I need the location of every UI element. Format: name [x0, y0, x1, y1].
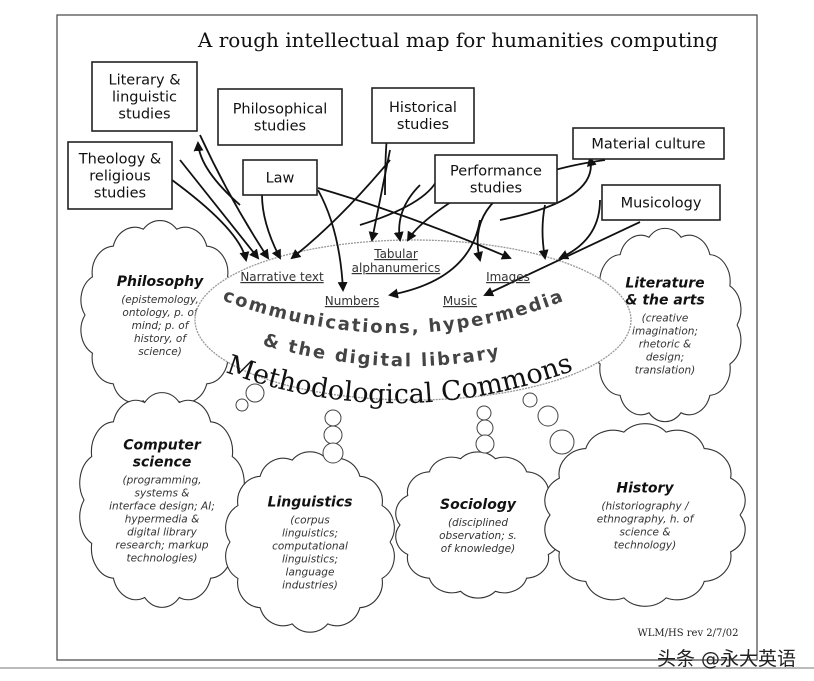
cloud-subtitle: computational: [272, 541, 348, 553]
cloud-subtitle: design;: [646, 352, 684, 364]
cloud-subtitle: (disciplined: [448, 517, 508, 529]
cloud-title: Computer: [123, 438, 202, 454]
discipline-box-material: Material culture: [572, 127, 725, 160]
discipline-label: Performance: [450, 164, 542, 180]
cloud-subtitle: ethnography, h. of: [597, 514, 696, 526]
cloud-subtitle: (historiography /: [601, 501, 690, 513]
cloud-subtitle: rhetoric &: [639, 339, 692, 351]
cloud-title: science: [133, 455, 192, 471]
cloud-subtitle: science): [138, 346, 182, 358]
discipline-label: studies: [118, 107, 170, 123]
discipline-label: studies: [94, 186, 146, 202]
cloud-literature: Literature& the arts (creativeimagination…: [588, 227, 742, 423]
cloud-subtitle: systems &: [135, 488, 190, 500]
discipline-label: Material culture: [591, 137, 705, 153]
cloud-subtitle: hypermedia &: [125, 514, 200, 526]
cloud-title: & the arts: [625, 293, 705, 309]
cloud-subtitle: ontology, p. of: [122, 307, 199, 319]
cloud-title: Literature: [625, 276, 704, 292]
discipline-label: Musicology: [621, 196, 702, 212]
discipline-label: Law: [266, 171, 295, 187]
cloud-subtitle: translation): [635, 365, 696, 377]
cloud-subtitle: digital library: [127, 527, 198, 539]
cloud-subtitle: language: [286, 567, 335, 579]
cloud-history: History (historiography /ethnography, h. …: [544, 423, 746, 607]
credit: WLM/HS rev 2/7/02: [638, 628, 739, 639]
cloud-subtitle: (epistemology,: [121, 294, 199, 306]
watermark: 头条 @永大英语: [656, 648, 796, 670]
discipline-label: religious: [89, 169, 150, 185]
cloud-subtitle: (programming,: [123, 475, 202, 487]
arrows: [171, 125, 641, 299]
music-label: Music: [443, 294, 477, 308]
discipline-box-law: Law: [242, 159, 318, 196]
cloud-subtitle: industries): [282, 580, 338, 592]
discipline-label: Historical: [389, 100, 457, 116]
discipline-label: linguistic: [112, 90, 177, 106]
discipline-label: studies: [254, 119, 306, 135]
cloud-title: Philosophy: [117, 274, 204, 290]
cloud-title: History: [616, 481, 674, 497]
discipline-box-musicology: Musicology: [601, 184, 721, 221]
discipline-label: Literary &: [108, 73, 180, 89]
thought-bubbles: [235, 383, 575, 464]
tabular-label-line2: alphanumerics: [352, 261, 441, 275]
cloud-subtitle: mind; p. of: [132, 320, 191, 332]
cloud-subtitle: history, of: [134, 333, 188, 345]
cloud-subtitle: technology): [614, 540, 676, 552]
discipline-label: studies: [470, 181, 522, 197]
cloud-subtitle: of knowledge): [441, 543, 515, 555]
cloud-subtitle: linguistics;: [282, 554, 338, 566]
cloud-subtitle: research; markup: [115, 540, 208, 552]
cloud-subtitle: linguistics;: [282, 528, 338, 540]
discipline-label: Theology &: [78, 152, 161, 168]
cloud-philosophy: Philosophy (epistemology,ontology, p. ofm…: [80, 220, 240, 410]
discipline-label: Philosophical: [233, 102, 328, 118]
narrative-text-label: Narrative text: [240, 270, 324, 284]
cloud-subtitle: (creative: [642, 313, 689, 325]
images-label: Images: [486, 270, 530, 284]
frame: [56, 14, 758, 661]
discipline-label: studies: [397, 117, 449, 133]
numbers-label: Numbers: [325, 294, 379, 308]
tabular-label-line1: Tabular: [373, 247, 418, 261]
cloud-title: Sociology: [440, 497, 517, 513]
cloud-subtitle: observation; s.: [439, 530, 517, 542]
cloud-subtitle: science &: [619, 527, 670, 539]
clouds: Philosophy (epistemology,ontology, p. ofm…: [79, 220, 746, 633]
cloud-subtitle: (corpus: [290, 515, 330, 527]
cloud-linguistics: Linguistics(corpuslinguistics;computatio…: [225, 451, 395, 633]
cloud-title: Linguistics: [268, 495, 353, 511]
diagram-title: A rough intellectual map for humanities …: [197, 28, 718, 52]
cloud-subtitle: technologies): [126, 553, 197, 565]
cloud-subtitle: interface design; AI;: [109, 501, 215, 513]
cloud-subtitle: imagination;: [632, 326, 698, 338]
